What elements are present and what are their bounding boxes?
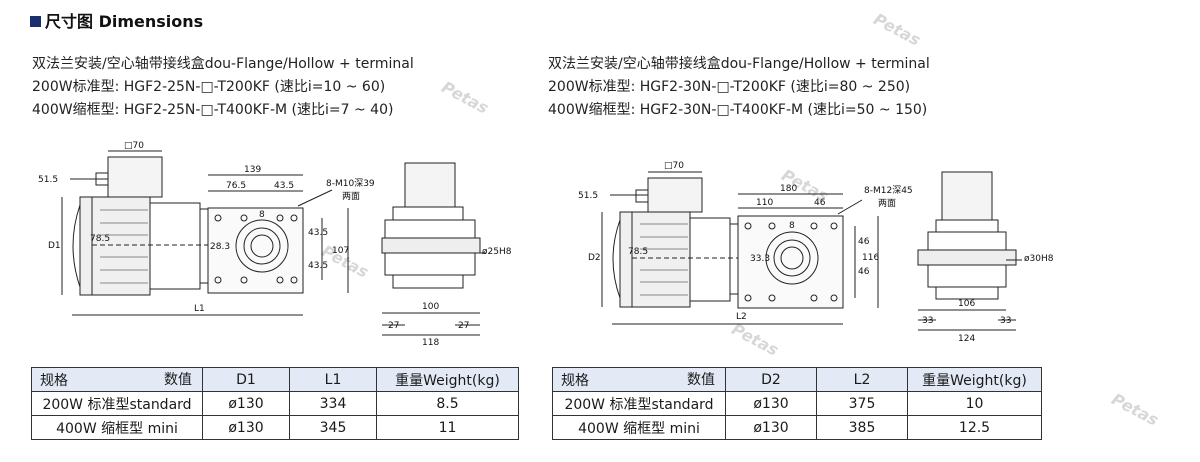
dim-43-5-top: 43.5: [274, 181, 294, 191]
section-title-text: 尺寸图 Dimensions: [45, 12, 204, 31]
title-square-icon: [30, 16, 41, 27]
dim-46-top: 46: [814, 198, 826, 208]
table-cell-d2: ø130: [725, 415, 817, 440]
left-spec-lines: 双法兰安装/空心轴带接线盒dou-Flange/Hollow + termina…: [32, 53, 414, 122]
dim-27-b: 27: [458, 321, 469, 331]
dim-51-5: 51.5: [38, 175, 58, 185]
dim-110: 110: [756, 198, 773, 208]
dim-8: 8: [259, 210, 265, 220]
dim-107: 107: [332, 246, 349, 256]
table-cell-l1: 345: [289, 415, 377, 440]
dim-51-5: 51.5: [578, 191, 598, 201]
dim-8: 8: [789, 221, 795, 231]
left-spec-line-2: 200W标准型: HGF2-25N-□-T200KF (速比i=10 ~ 60): [32, 79, 386, 95]
table-header-weight: 重量Weight(kg): [907, 367, 1042, 392]
left-motor-drawing: □70 51.5 78.5 D1 L1 139 76.5 43.5 8-M10深…: [38, 141, 512, 348]
table-cell-weight: 11: [376, 415, 519, 440]
dim-116: 116: [862, 253, 879, 263]
dim-33-a: 33: [922, 316, 933, 326]
bolt-spec: 8-M10深39: [326, 178, 375, 189]
table-cell-spec: 400W 缩框型 mini: [31, 415, 203, 440]
table-header-d1: D1: [202, 367, 290, 392]
bolt-spec: 8-M12深45: [864, 185, 913, 196]
table-row: 400W 缩框型 mini ø130 385 12.5: [552, 415, 1042, 440]
dim-28-3: 28.3: [210, 242, 230, 252]
table-row: 200W 标准型standard ø130 334 8.5: [31, 391, 519, 416]
table-row: 400W 缩框型 mini ø130 345 11: [31, 415, 519, 440]
table-header-l1: L1: [289, 367, 377, 392]
table-cell-l2: 375: [816, 391, 908, 416]
dim-l2: L2: [736, 312, 747, 322]
watermark: Petas: [1108, 389, 1162, 430]
dim-terminal: □70: [124, 141, 144, 151]
table-header-row: 数值 规格 D1 L1 重量Weight(kg): [31, 367, 519, 392]
table-cell-weight: 12.5: [907, 415, 1042, 440]
dim-78-5: 78.5: [628, 247, 648, 257]
table-cell-spec: 400W 缩框型 mini: [552, 415, 726, 440]
table-row: 200W 标准型standard ø130 375 10: [552, 391, 1042, 416]
bolt-spec-sides: 两面: [342, 191, 360, 202]
table-cell-spec: 200W 标准型standard: [31, 391, 203, 416]
right-motor-drawing: □70 51.5 78.5 D2 L2 180 110 46 8-M12深45 …: [578, 161, 1054, 344]
dim-shaft: ø30H8: [1024, 254, 1054, 264]
left-spec-line-3: 400W缩框型: HGF2-25N-□-T400KF-M (速比i=7 ~ 40…: [32, 102, 394, 118]
table-cell-weight: 10: [907, 391, 1042, 416]
corner-label-values: 数值: [164, 372, 192, 388]
right-spec-line-2: 200W标准型: HGF2-30N-□-T200KF (速比i=80 ~ 250…: [548, 79, 911, 95]
dim-shaft: ø25H8: [482, 247, 512, 257]
right-spec-line-1: 双法兰安装/空心轴带接线盒dou-Flange/Hollow + termina…: [548, 56, 930, 72]
dim-33-b: 33: [1000, 316, 1011, 326]
table-cell-l2: 385: [816, 415, 908, 440]
dim-d2: D2: [588, 253, 601, 263]
dim-46-b: 46: [858, 267, 870, 277]
right-spec-table: 数值 规格 D2 L2 重量Weight(kg) 200W 标准型standar…: [552, 367, 1042, 440]
dim-l1: L1: [194, 304, 205, 314]
table-header-row: 数值 规格 D2 L2 重量Weight(kg): [552, 367, 1042, 392]
table-cell-weight: 8.5: [376, 391, 519, 416]
watermark: Petas: [438, 77, 492, 118]
table-header-weight: 重量Weight(kg): [376, 367, 519, 392]
table-corner-cell: 数值 规格: [31, 367, 203, 392]
table-corner-cell: 数值 规格: [552, 367, 726, 392]
watermark: Petas: [870, 9, 924, 50]
dim-terminal: □70: [664, 161, 684, 171]
dim-43-5-b: 43.5: [308, 261, 328, 271]
table-cell-d2: ø130: [725, 391, 817, 416]
dim-33-3: 33.3: [750, 254, 770, 264]
dim-139: 139: [244, 165, 261, 175]
right-spec-lines: 双法兰安装/空心轴带接线盒dou-Flange/Hollow + termina…: [548, 53, 930, 122]
dim-43-5-a: 43.5: [308, 228, 328, 238]
dim-d1: D1: [48, 241, 61, 251]
dim-180: 180: [780, 184, 797, 194]
dim-124: 124: [958, 334, 975, 344]
table-cell-d1: ø130: [202, 415, 290, 440]
left-spec-line-1: 双法兰安装/空心轴带接线盒dou-Flange/Hollow + termina…: [32, 56, 414, 72]
table-cell-d1: ø130: [202, 391, 290, 416]
section-title: 尺寸图 Dimensions: [30, 8, 203, 32]
dim-118: 118: [422, 338, 439, 348]
table-cell-spec: 200W 标准型standard: [552, 391, 726, 416]
right-spec-line-3: 400W缩框型: HGF2-30N-□-T400KF-M (速比i=50 ~ 1…: [548, 102, 928, 118]
table-cell-l1: 334: [289, 391, 377, 416]
bolt-spec-sides: 两面: [878, 198, 896, 209]
table-header-d2: D2: [725, 367, 817, 392]
dim-27-a: 27: [388, 321, 399, 331]
table-header-l2: L2: [816, 367, 908, 392]
corner-label-spec: 规格: [561, 373, 589, 389]
left-spec-table: 数值 规格 D1 L1 重量Weight(kg) 200W 标准型standar…: [31, 367, 519, 440]
corner-label-values: 数值: [687, 372, 715, 388]
dim-46-a: 46: [858, 237, 870, 247]
dim-76-5: 76.5: [226, 181, 246, 191]
dim-100: 100: [422, 302, 439, 312]
dim-106: 106: [958, 299, 975, 309]
corner-label-spec: 规格: [40, 373, 68, 389]
dim-78-5: 78.5: [90, 234, 110, 244]
